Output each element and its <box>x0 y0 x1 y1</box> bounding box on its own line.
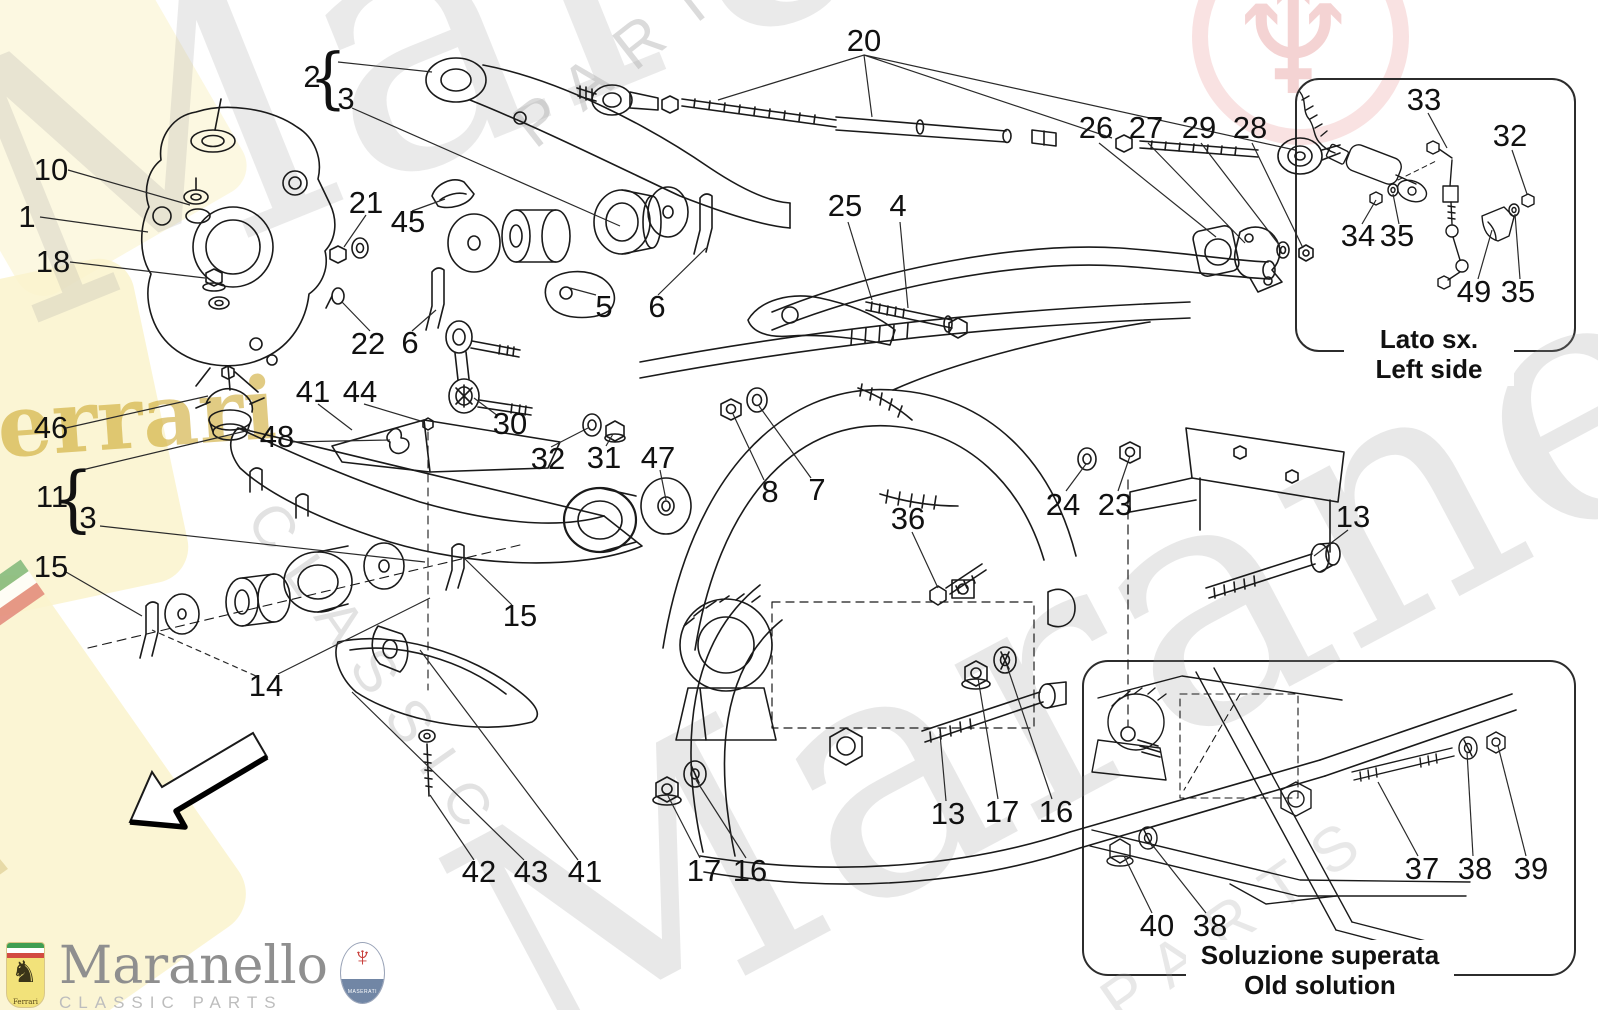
logo-brand-text: Maranello <box>59 936 328 996</box>
caption-old-solution: Old solution <box>1244 970 1396 1000</box>
direction-arrow <box>128 731 269 830</box>
maranello-logo: ♞ Ferrari Maranello CLASSIC PARTS ♆ MASE… <box>6 936 385 1010</box>
ferrari-shield-icon: ♞ Ferrari <box>6 942 45 1008</box>
suspension-line-art <box>87 57 1535 953</box>
inset-old-solution-caption: Soluzione superata Old solution <box>1186 940 1454 1002</box>
ferrari-shield-text: Ferrari <box>12 998 39 1006</box>
maserati-trident-icon: ♆ <box>351 942 373 972</box>
maserati-oval-icon: ♆ MASERATI <box>339 942 385 1004</box>
prancing-horse-icon: ♞ <box>11 956 38 989</box>
maserati-oval-text: MASERATI <box>347 989 378 995</box>
caption-left-side: Left side <box>1375 354 1483 384</box>
inset-left-side-caption: Lato sx. Left side <box>1344 324 1514 386</box>
caption-soluzione: Soluzione superata <box>1200 940 1440 970</box>
caption-lato-sx: Lato sx. <box>1379 324 1479 354</box>
